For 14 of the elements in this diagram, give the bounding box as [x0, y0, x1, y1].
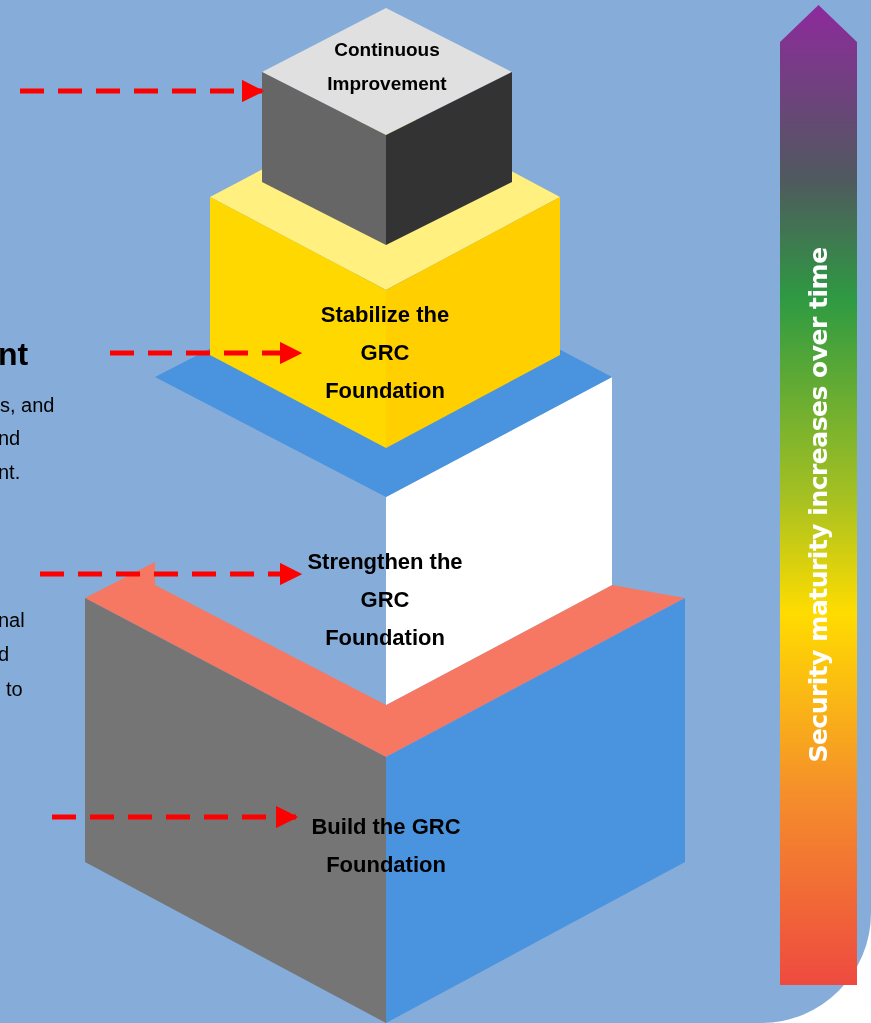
cut-off-text: s, and: [0, 393, 55, 418]
cut-off-text: nt.: [0, 460, 21, 485]
cut-off-text: to: [6, 677, 23, 702]
cut-off-text: nd: [0, 426, 21, 451]
step-label: Stabilize the GRC Foundation: [319, 301, 451, 405]
step-label: Continuous Improvement: [326, 38, 448, 96]
step-label: Build the GRC Foundation: [310, 813, 462, 879]
arrow-label: Security maturity increases over time: [803, 247, 834, 763]
dashed-arrow: [52, 805, 299, 829]
cut-off-text: nal: [0, 608, 25, 633]
dashed-arrow: [40, 562, 303, 586]
dashed-arrow: [110, 341, 303, 365]
cut-off-text: nt: [0, 335, 29, 374]
dashed-arrow: [20, 79, 265, 103]
